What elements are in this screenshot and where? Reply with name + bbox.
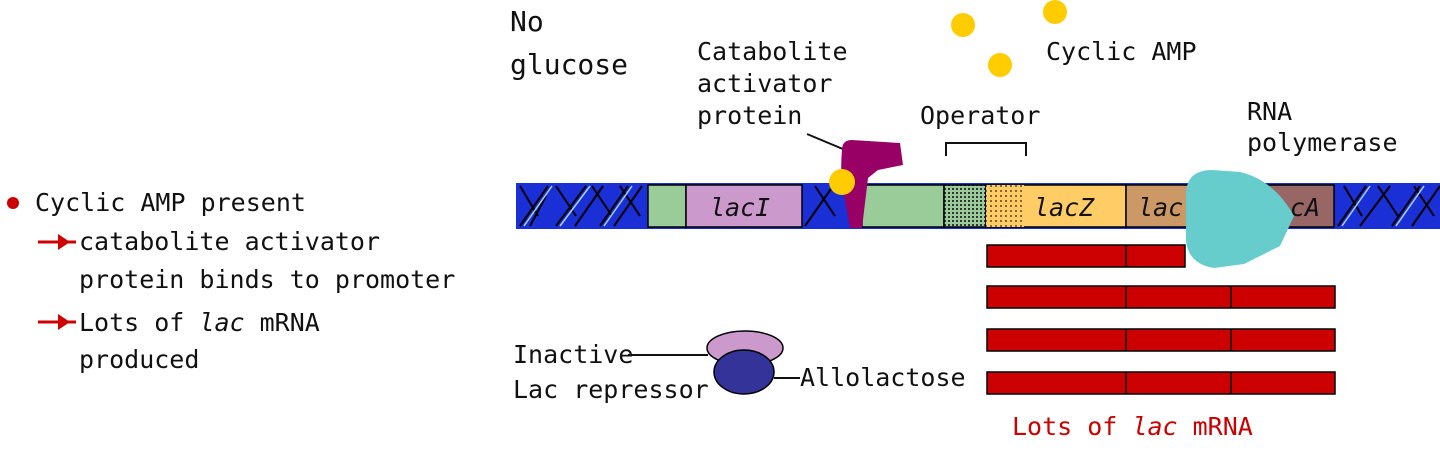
arrow-icon <box>38 234 76 250</box>
cyclic-amp-icon <box>1043 0 1067 24</box>
mrna-strand <box>986 285 1336 309</box>
cyclic-amp-icon <box>951 13 975 37</box>
operator-label: Operator <box>920 101 1040 130</box>
lacz-label: lacZ <box>1034 193 1095 222</box>
dna-helix-right <box>1337 185 1440 227</box>
laci-gene <box>685 184 803 228</box>
operator-region <box>943 184 987 228</box>
condition-line-1: No <box>510 5 544 38</box>
dna-helix-mid <box>804 185 836 227</box>
rnap-label-2: polymerase <box>1247 128 1398 157</box>
legend-line-5: produced <box>79 345 199 374</box>
arrow-icon <box>38 314 76 330</box>
promoter <box>861 184 945 228</box>
mrna-strand <box>986 328 1336 352</box>
catabolite-activator-protein <box>841 140 903 228</box>
cap-label-1: Catabolite <box>697 37 848 66</box>
inactive-label-1: Inactive <box>513 340 633 369</box>
allolactose <box>713 349 775 395</box>
mrna-strands <box>986 244 1336 395</box>
dna-helix-left <box>519 185 643 227</box>
legend: Cyclic AMP present catabolite activator … <box>7 188 455 374</box>
bullet-icon <box>7 197 19 209</box>
mrna-strand <box>986 244 1186 268</box>
operator-bracket <box>945 142 1027 156</box>
laca-label: cA <box>1290 193 1320 222</box>
bound-cyclic-amp-icon <box>829 169 855 195</box>
rnap-label-1: RNA <box>1247 97 1292 126</box>
mrna-label: Lots of lac mRNA <box>1012 412 1253 441</box>
legend-line-4: Lots of lac mRNA <box>79 308 320 337</box>
laci-promoter <box>647 184 687 228</box>
laci-label: lacI <box>710 193 770 222</box>
rna-polymerase <box>1186 170 1294 268</box>
legend-line-3: protein binds to promoter <box>79 265 455 294</box>
inactive-label-2: Lac repressor <box>513 375 709 404</box>
lacz-operator-overlap <box>986 185 1024 227</box>
dna-strip: lacI lacZ lac cA <box>516 183 1440 229</box>
allolactose-label: Allolactose <box>800 363 966 392</box>
legend-line-1: Cyclic AMP present <box>35 188 306 217</box>
camp-label: Cyclic AMP <box>1046 37 1197 66</box>
mrna-strand <box>986 371 1336 395</box>
lacy-label: lac <box>1138 193 1183 222</box>
cyclic-amp-icon <box>988 53 1012 77</box>
cap-label-3: protein <box>697 101 802 130</box>
legend-line-2: catabolite activator <box>79 227 380 256</box>
cap-label-2: activator <box>697 69 832 98</box>
condition-line-2: glucose <box>510 48 628 81</box>
